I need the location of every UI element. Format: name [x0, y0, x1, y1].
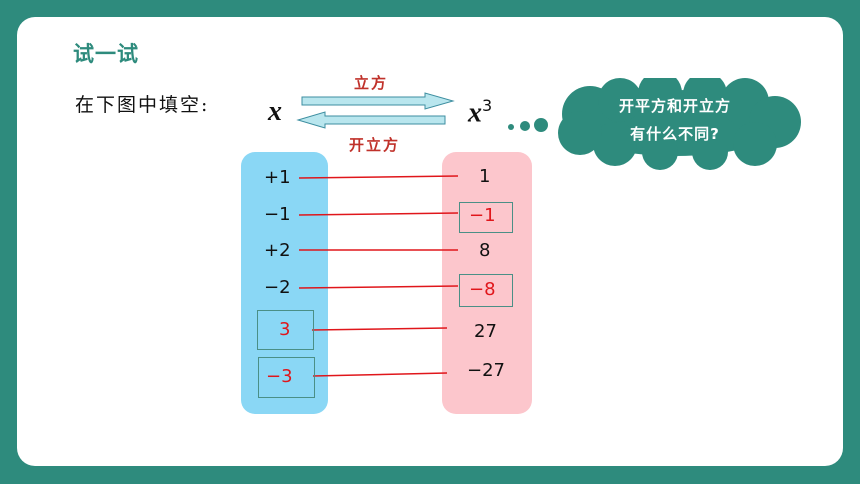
- bubble-dot: [520, 121, 530, 131]
- bubble-dot: [508, 124, 514, 130]
- right-column: [442, 152, 532, 414]
- connector-line: [298, 212, 459, 216]
- connector-line: [298, 175, 459, 179]
- left-variable: x: [268, 96, 282, 127]
- instruction: 在下图中填空:: [75, 94, 210, 116]
- bubble-line-2: 有什么不同?: [630, 125, 720, 143]
- right-variable: x3: [468, 96, 492, 129]
- left-value-4: −2: [264, 277, 291, 298]
- arrows-svg: [296, 92, 455, 129]
- right-variable-base: x: [468, 97, 482, 129]
- bottom-arrow-label: 开立方: [349, 136, 401, 154]
- answer-box: [257, 310, 314, 350]
- answer-box: [258, 357, 315, 398]
- answer-box: [459, 202, 513, 233]
- bubble-text: 开平方和开立方 有什么不同?: [575, 92, 775, 148]
- left-value-2: −1: [264, 204, 291, 225]
- left-arrow: [296, 111, 446, 129]
- bubble-dot: [534, 118, 548, 132]
- connector-line: [298, 285, 459, 289]
- right-variable-exponent: 3: [482, 96, 493, 115]
- bubble-line-1: 开平方和开立方: [618, 97, 731, 115]
- top-arrow-label: 立方: [354, 74, 389, 92]
- left-value-1: +1: [264, 167, 291, 188]
- heading: 试一试: [73, 42, 139, 66]
- answer-box: [459, 274, 513, 307]
- connector-line: [311, 327, 448, 331]
- left-value-6: −3: [266, 366, 293, 387]
- right-value-2: −1: [469, 205, 496, 226]
- cloud-shape: [558, 78, 801, 170]
- right-value-5: 27: [474, 321, 497, 342]
- right-value-6: −27: [467, 360, 505, 381]
- right-arrow: [301, 92, 455, 110]
- left-value-5: 3: [279, 319, 291, 340]
- right-value-4: −8: [469, 279, 496, 300]
- right-value-1: 1: [479, 166, 491, 187]
- right-value-3: 8: [479, 240, 491, 261]
- thought-bubble: [508, 78, 801, 170]
- left-column: [241, 152, 328, 414]
- left-value-3: +2: [264, 240, 291, 261]
- connector-line: [312, 372, 448, 377]
